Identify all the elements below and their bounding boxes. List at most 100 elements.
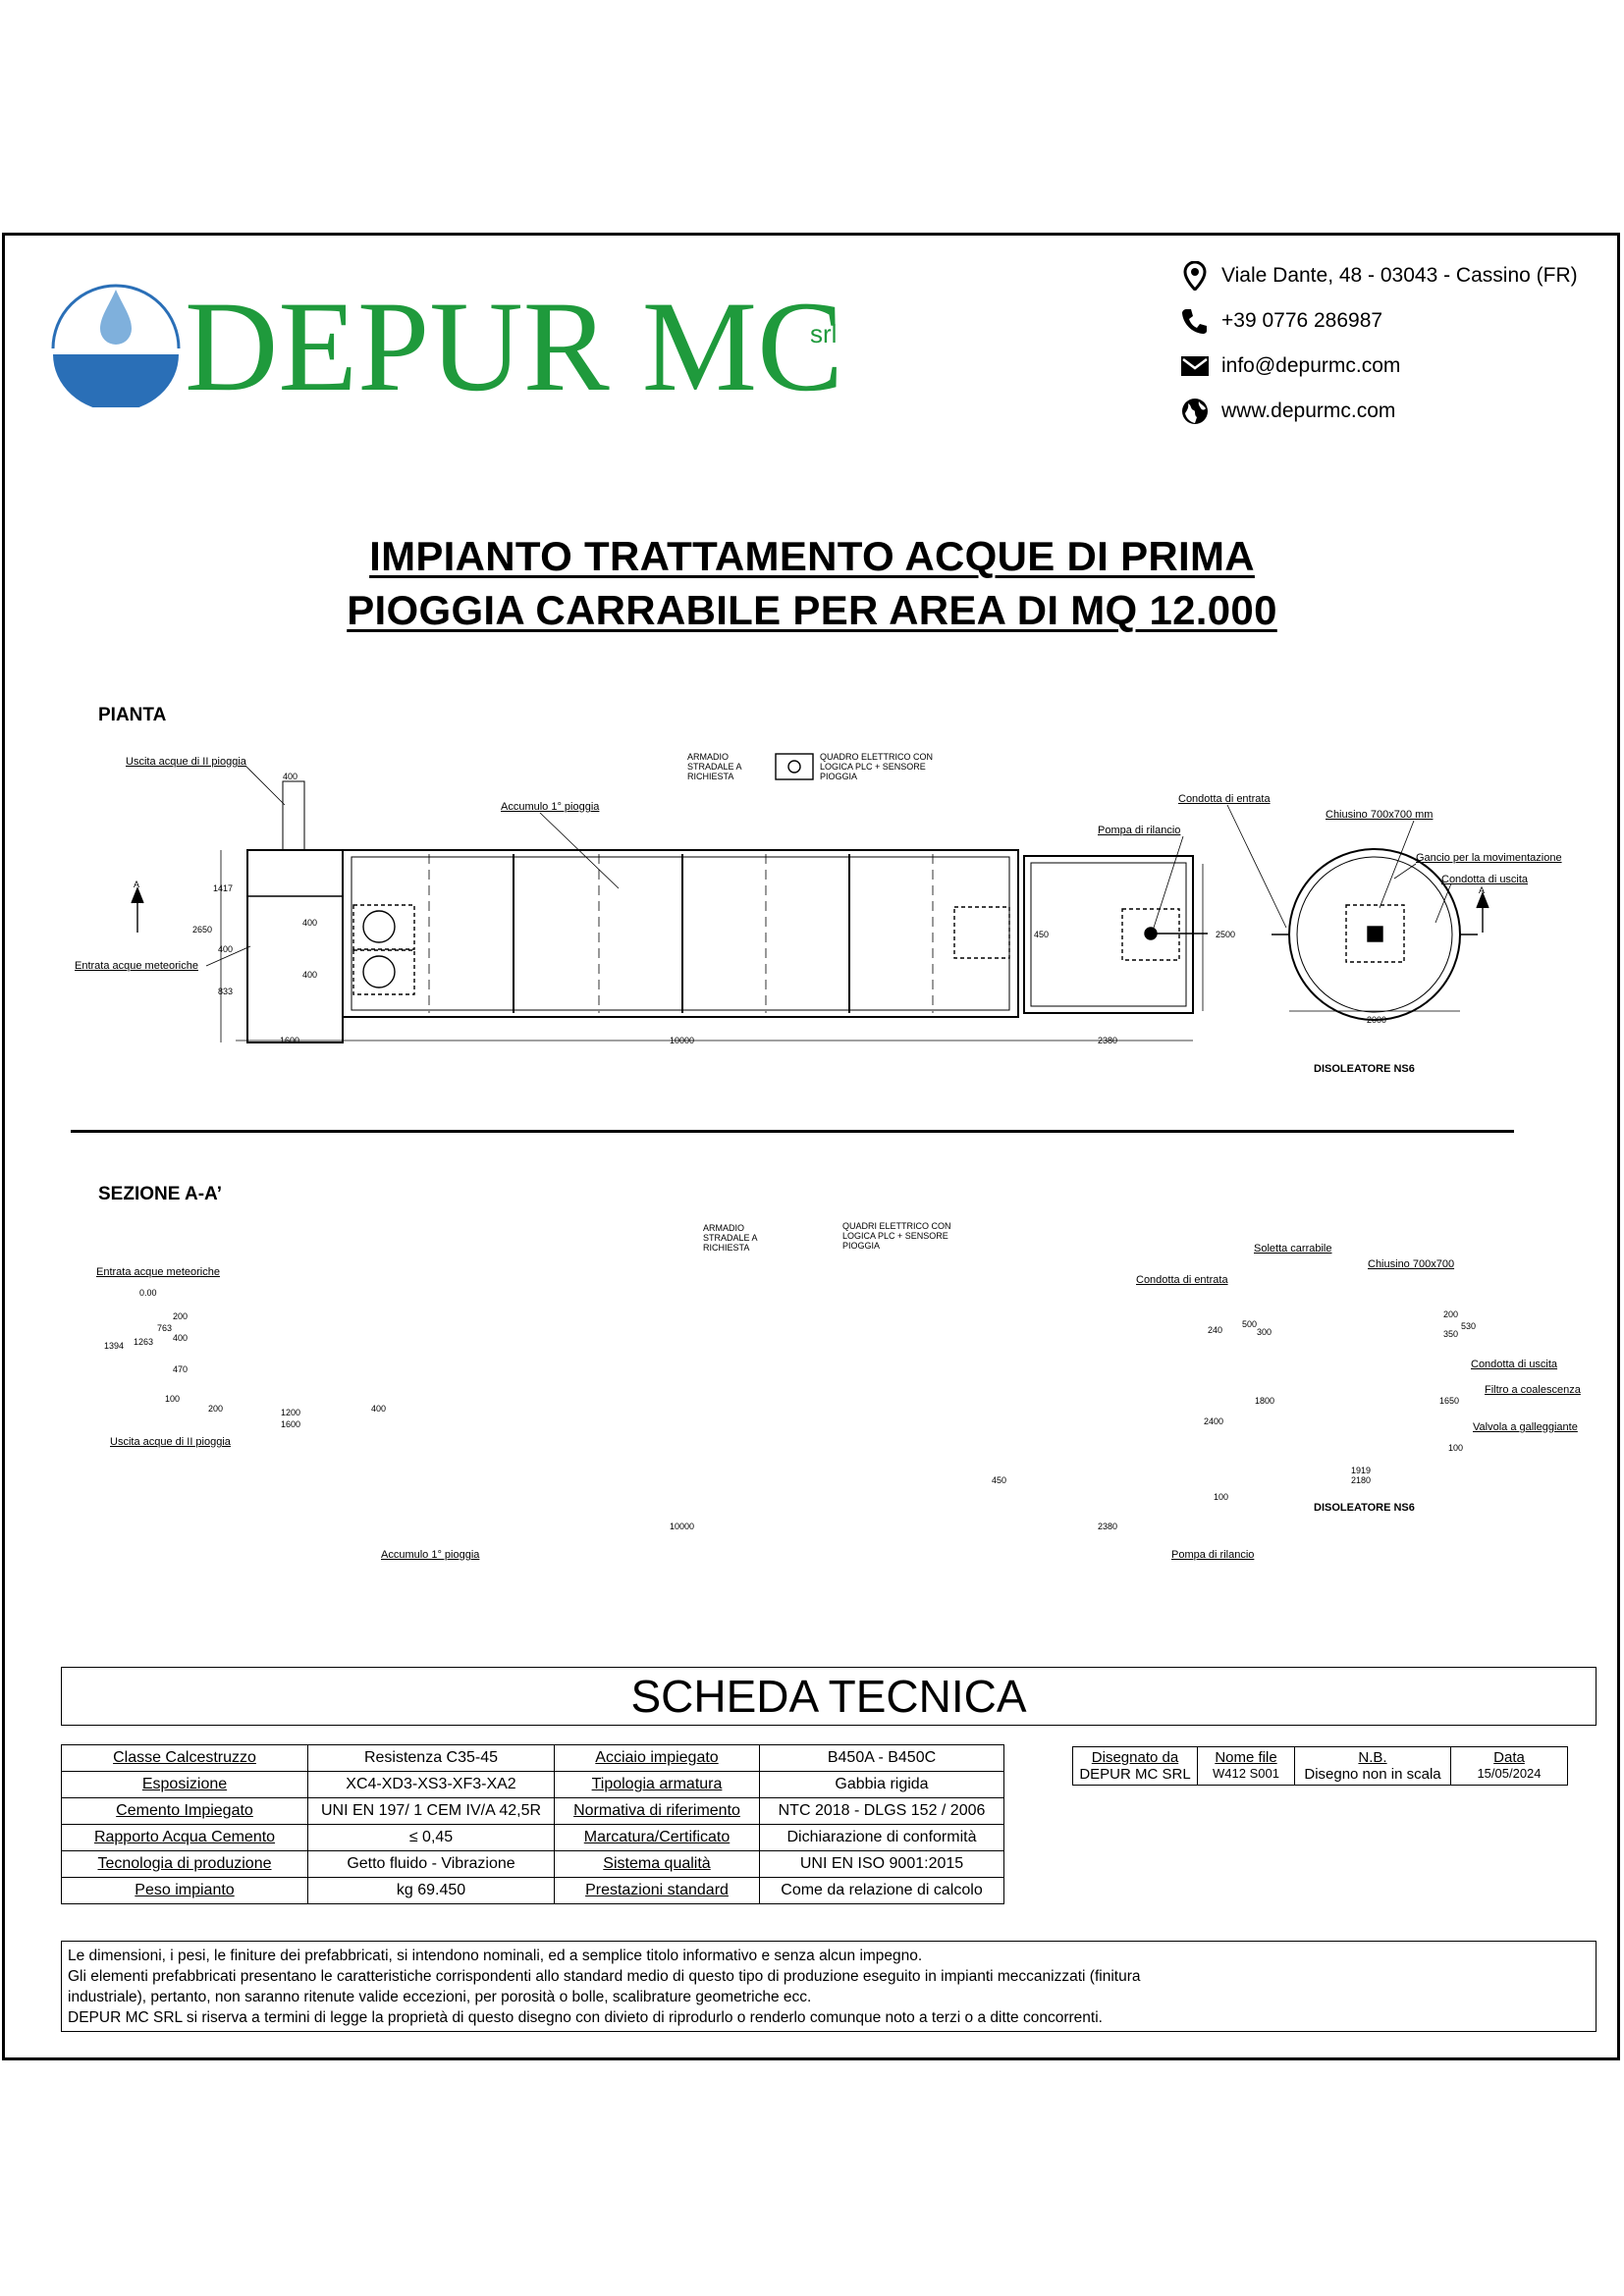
plan-dim: 400 bbox=[218, 944, 234, 954]
tech-spec-cell-v2: NTC 2018 - DLGS 152 / 2006 bbox=[759, 1797, 1004, 1825]
plan-label-condotta-uscita: Condotta di uscita bbox=[1441, 874, 1529, 885]
tech-spec-cell-v1: kg 69.450 bbox=[307, 1877, 555, 1904]
plan-dim: 1600 bbox=[280, 1036, 300, 1045]
plan-label-uscita: Uscita acque di II pioggia bbox=[126, 756, 246, 768]
contact-email[interactable]: info@depurmc.com bbox=[1178, 344, 1610, 389]
section-dim: 2400 bbox=[1204, 1416, 1224, 1426]
section-dim: 1650 bbox=[1439, 1396, 1460, 1406]
brand-suffix: srl bbox=[810, 319, 837, 348]
section-label-disoleatore: DISOLEATORE NS6 bbox=[1314, 1502, 1415, 1514]
section-marker-a-left: A bbox=[134, 880, 140, 889]
scheda-tecnica-title: SCHEDA TECNICA bbox=[61, 1667, 1597, 1726]
plan-label-pompa: Pompa di rilancio bbox=[1098, 825, 1181, 836]
plan-dim: 400 bbox=[302, 970, 318, 980]
tech-spec-cell-v1: ≤ 0,45 bbox=[307, 1824, 555, 1851]
section-dim: 400 bbox=[371, 1404, 387, 1414]
section-dim: 400 bbox=[173, 1333, 189, 1343]
section-label-entrata: Entrata acque meteoriche bbox=[96, 1266, 220, 1278]
disclaimer-text: Le dimensioni, i pesi, le finiture dei p… bbox=[61, 1941, 1597, 2032]
section-dim: 470 bbox=[173, 1364, 189, 1374]
plan-dim: 400 bbox=[302, 918, 318, 928]
contact-address: Viale Dante, 48 - 03043 - Cassino (FR) bbox=[1178, 253, 1610, 298]
phone-icon bbox=[1178, 304, 1212, 338]
section-label-armadio: ARMADIO STRADALE A RICHIESTA bbox=[703, 1223, 758, 1253]
outlet-pipe-plan bbox=[282, 780, 305, 851]
tech-spec-cell-v2: B450A - B450C bbox=[759, 1744, 1004, 1772]
plan-label-entrata: Entrata acque meteoriche bbox=[75, 960, 198, 972]
section-dim: 0.00 bbox=[139, 1288, 157, 1298]
plan-dim: 10000 bbox=[670, 1036, 695, 1045]
section-dim: 2380 bbox=[1098, 1522, 1118, 1531]
brand-name: DEPUR MC bbox=[185, 280, 843, 407]
plan-label-condotta-entrata: Condotta di entrata bbox=[1178, 793, 1271, 805]
plan-dim: 2000 bbox=[1367, 1015, 1387, 1025]
tech-spec-cell-k1: Classe Calcestruzzo bbox=[61, 1744, 308, 1772]
contact-website[interactable]: www.depurmc.com bbox=[1178, 389, 1610, 434]
section-dim: 10000 bbox=[670, 1522, 695, 1531]
tech-spec-cell-v2: Come da relazione di calcolo bbox=[759, 1877, 1004, 1904]
plan-label: PIANTA bbox=[98, 705, 167, 725]
section-marker-a-right: A bbox=[1479, 885, 1486, 895]
tech-spec-cell-v2: Dichiarazione di conformità bbox=[759, 1824, 1004, 1851]
section-dim: 100 bbox=[1214, 1492, 1229, 1502]
plan-dim: 2380 bbox=[1098, 1036, 1118, 1045]
section-dim: 450 bbox=[992, 1475, 1007, 1485]
plan-label-accumulo: Accumulo 1° pioggia bbox=[501, 801, 600, 813]
plan-label-armadio: ARMADIO STRADALE A RICHIESTA bbox=[687, 752, 742, 781]
section-label-valvola: Valvola a galleggiante bbox=[1473, 1421, 1578, 1433]
tech-spec-cell-k1: Esposizione bbox=[61, 1771, 308, 1798]
contact-block: Viale Dante, 48 - 03043 - Cassino (FR) +… bbox=[1178, 253, 1610, 434]
section-label-chiusino: Chiusino 700x700 bbox=[1368, 1258, 1455, 1270]
section-dim: 1394 bbox=[104, 1341, 125, 1351]
section-label: SEZIONE A-A’ bbox=[98, 1184, 222, 1204]
location-pin-icon bbox=[1178, 259, 1212, 293]
section-label-soletta: Soletta carrabile bbox=[1254, 1243, 1332, 1255]
section-dim: 350 bbox=[1443, 1329, 1459, 1339]
plan-dim: 1417 bbox=[213, 883, 234, 893]
section-dim: 240 bbox=[1208, 1325, 1223, 1335]
section-label-uscita: Uscita acque di II pioggia bbox=[110, 1436, 231, 1448]
website-text: www.depurmc.com bbox=[1221, 400, 1396, 422]
tech-spec-cell-k1: Cemento Impiegato bbox=[61, 1797, 308, 1825]
contact-phone[interactable]: +39 0776 286987 bbox=[1178, 298, 1610, 344]
section-label-accumulo: Accumulo 1° pioggia bbox=[381, 1549, 480, 1561]
section-dim: 763 bbox=[157, 1323, 173, 1333]
document-title-line2: PIOGGIA CARRABILE PER AREA DI MQ 12.000 bbox=[347, 587, 1277, 633]
globe-icon bbox=[1178, 395, 1212, 428]
section-dim: 1800 bbox=[1255, 1396, 1275, 1406]
tech-spec-cell-v1: Resistenza C35-45 bbox=[307, 1744, 555, 1772]
plan-label-gancio: Gancio per la movimentazione bbox=[1416, 852, 1562, 864]
tech-spec-cell-k2: Acciaio impiegato bbox=[554, 1744, 760, 1772]
plan-dim: 400 bbox=[283, 772, 298, 781]
plan-label-chiusino: Chiusino 700x700 mm bbox=[1326, 809, 1434, 821]
plan-view-drawing bbox=[131, 753, 1489, 1043]
water-drop-logo-icon bbox=[51, 284, 181, 407]
technical-drawings bbox=[131, 753, 1489, 1043]
company-logo: DEPUR MC srl bbox=[51, 280, 843, 407]
tech-spec-cell-v1: XC4-XD3-XS3-XF3-XA2 bbox=[307, 1771, 555, 1798]
plan-dim: 450 bbox=[1034, 930, 1050, 939]
tech-spec-cell-k2: Normativa di riferimento bbox=[554, 1797, 760, 1825]
document-title-line1: IMPIANTO TRATTAMENTO ACQUE DI PRIMA bbox=[369, 533, 1255, 579]
email-icon bbox=[1178, 349, 1212, 383]
tech-spec-cell-k2: Marcatura/Certificato bbox=[554, 1824, 760, 1851]
tech-spec-cell-k1: Rapporto Acqua Cemento bbox=[61, 1824, 308, 1851]
section-label-quadri: QUADRI ELETTRICO CON LOGICA PLC + SENSOR… bbox=[842, 1221, 951, 1251]
plan-dim: 2500 bbox=[1216, 930, 1236, 939]
plan-label-disoleatore: DISOLEATORE NS6 bbox=[1314, 1063, 1415, 1075]
section-dim: 100 bbox=[165, 1394, 181, 1404]
section-dim: 200 bbox=[173, 1311, 189, 1321]
email-text: info@depurmc.com bbox=[1221, 354, 1401, 377]
section-label-pompa: Pompa di rilancio bbox=[1171, 1549, 1255, 1561]
section-dim: 300 bbox=[1257, 1327, 1272, 1337]
tech-spec-cell-v2: UNI EN ISO 9001:2015 bbox=[759, 1850, 1004, 1878]
section-dim: 2180 bbox=[1351, 1475, 1372, 1485]
section-dim: 530 bbox=[1461, 1321, 1477, 1331]
section-dim: 1600 bbox=[281, 1419, 301, 1429]
section-divider bbox=[71, 1130, 1514, 1133]
